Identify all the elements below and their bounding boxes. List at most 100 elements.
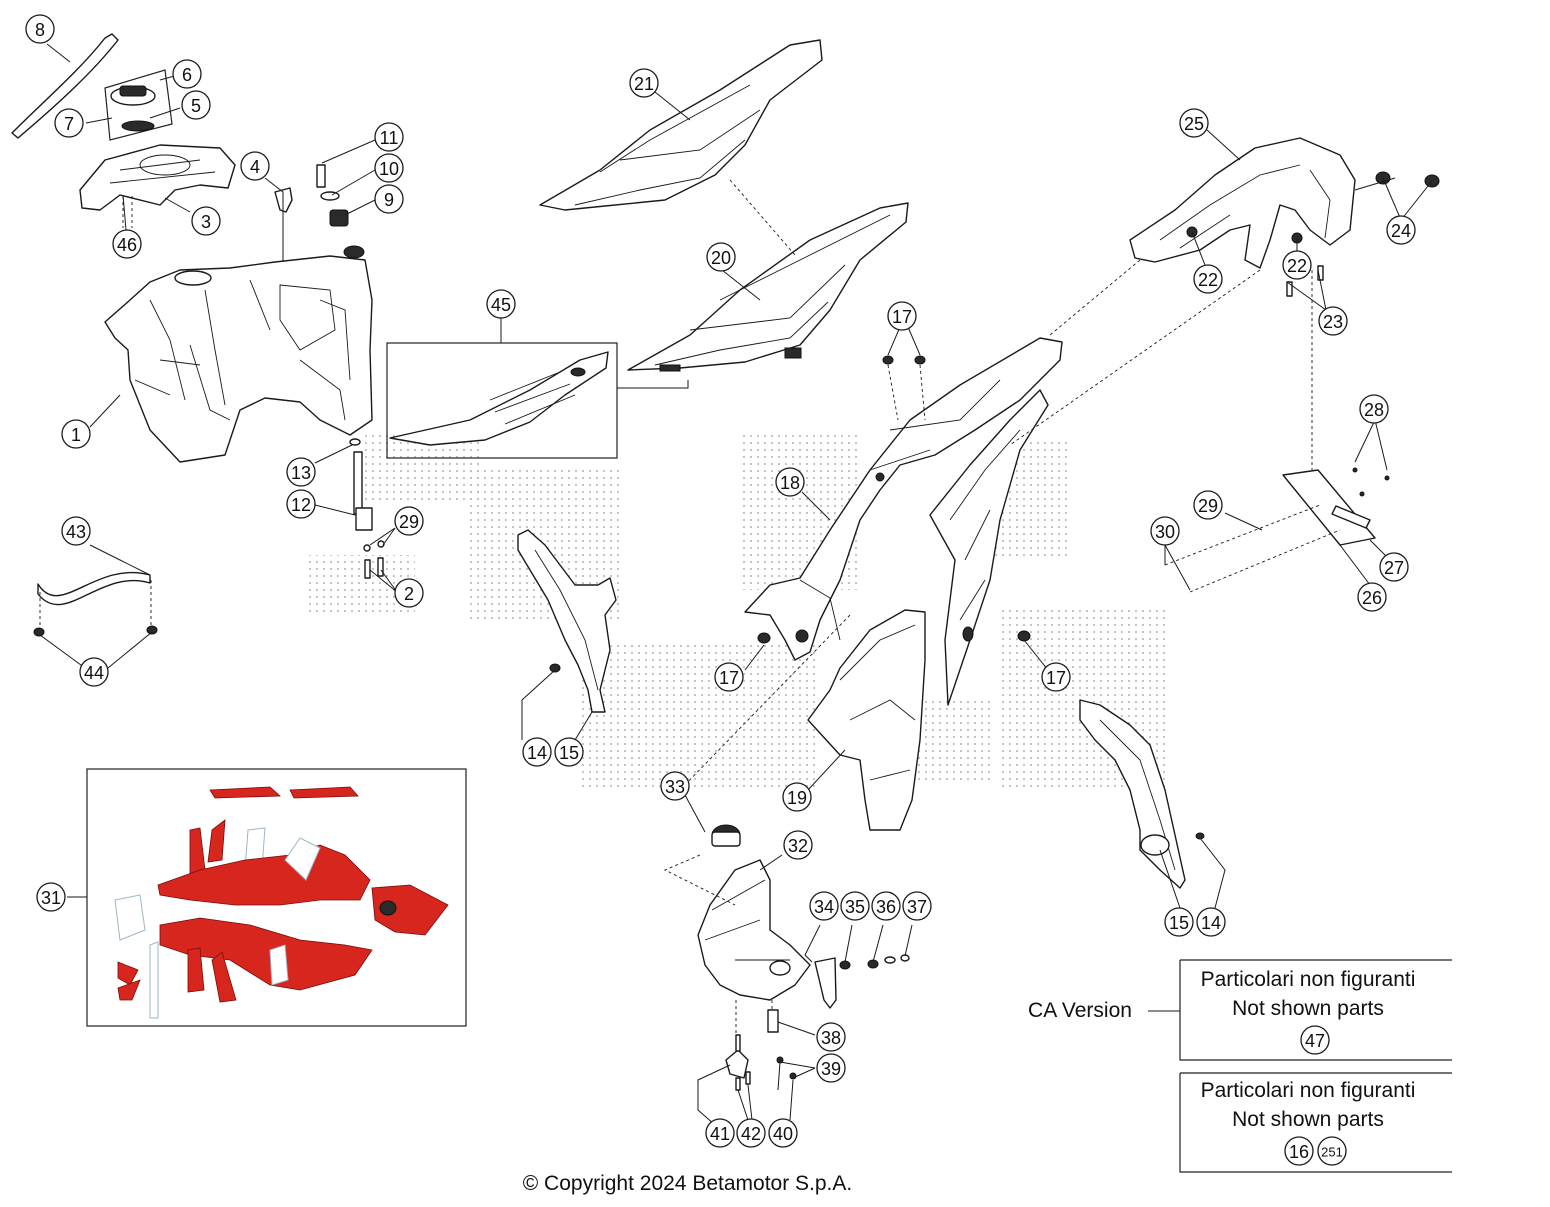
callout-circle (1193, 264, 1223, 294)
callout-circle (1041, 662, 1071, 692)
callout-circle (486, 289, 516, 319)
callout-circle (1317, 1136, 1347, 1166)
callout-circle (1179, 108, 1209, 138)
callout-number: 12 (291, 495, 311, 515)
callout-number: 25 (1184, 114, 1204, 134)
callout-number: 14 (1201, 913, 1221, 933)
filler-cap (104, 69, 173, 141)
callout-circle (809, 891, 839, 921)
callout-circle (112, 229, 142, 259)
callout-c14b: 14 (1196, 907, 1226, 937)
callout-circle (705, 1118, 735, 1148)
callout-circle (374, 153, 404, 183)
callout-number: 16 (1289, 1142, 1309, 1162)
plate-holder-assembly (1164, 270, 1390, 593)
callout-c8: 8 (25, 14, 55, 44)
leader-lines (39, 74, 1433, 1126)
callout-circle (816, 1053, 846, 1083)
tank-top-cover (79, 144, 236, 211)
callout-number: 251 (1321, 1145, 1343, 1160)
callout-c5: 5 (181, 90, 211, 120)
callout-number: 2 (404, 584, 414, 604)
callout-number: 44 (84, 663, 104, 683)
ca-version-label: CA Version (1028, 999, 1132, 1022)
callout-number: 19 (787, 788, 807, 808)
callout-c28: 28 (1359, 394, 1389, 424)
callout-number: 45 (491, 295, 511, 315)
callout-number: 20 (711, 248, 731, 268)
callout-c36: 36 (871, 891, 901, 921)
seat-base-box (386, 342, 689, 459)
callout-circle (1164, 907, 1194, 937)
callout-number: 38 (821, 1028, 841, 1048)
not-shown-box-1: Particolari non figuranti Not shown part… (1182, 965, 1434, 1023)
callout-c251: 251 (1317, 1136, 1347, 1166)
callout-circle (191, 206, 221, 236)
callout-c34: 34 (809, 891, 839, 921)
callout-c32: 32 (783, 830, 813, 860)
callout-number: 15 (1169, 913, 1189, 933)
callout-circle (286, 489, 316, 519)
callout-number: 17 (892, 307, 912, 327)
callout-number: 28 (1364, 400, 1384, 420)
callout-c43: 43 (61, 516, 91, 546)
callout-number: 22 (1198, 270, 1218, 290)
callout-circle (768, 1118, 798, 1148)
callout-c19: 19 (782, 782, 812, 812)
not-shown-box-1-italian: Particolari non figuranti (1200, 968, 1416, 991)
callout-c16: 16 (1284, 1136, 1314, 1166)
callout-number: 32 (788, 836, 808, 856)
callout-c12: 12 (286, 489, 316, 519)
radiator-shroud-mount-right (1079, 699, 1205, 889)
callout-number: 29 (1198, 496, 1218, 516)
callout-circle (629, 68, 659, 98)
callout-number: 3 (201, 212, 211, 232)
callout-circle (394, 578, 424, 608)
callout-circle (1150, 516, 1180, 546)
callout-c29b: 29 (1193, 490, 1223, 520)
callout-c29a: 29 (394, 506, 424, 536)
callout-c27: 27 (1379, 552, 1409, 582)
callout-circle (36, 882, 66, 912)
callout-circle (79, 657, 109, 687)
callout-c20: 20 (706, 242, 736, 272)
breather-hose (11, 33, 119, 139)
fuel-tank (104, 245, 373, 463)
callout-number: 15 (559, 743, 579, 763)
callout-c22a: 22 (1193, 264, 1223, 294)
front-side-plate (807, 609, 926, 831)
not-shown-box-2-english: Not shown parts (1232, 1108, 1384, 1131)
not-shown-box-2: Particolari non figuranti Not shown part… (1182, 1076, 1434, 1134)
callout-number: 24 (1391, 221, 1411, 241)
callout-c37: 37 (902, 891, 932, 921)
callout-number: 10 (379, 159, 399, 179)
callout-circle (1357, 582, 1387, 612)
callout-number: 18 (780, 473, 800, 493)
callout-c17b: 17 (714, 662, 744, 692)
callout-circle (25, 14, 55, 44)
callout-circle (1282, 250, 1312, 280)
callout-number: 13 (291, 463, 311, 483)
callout-c1: 1 (61, 419, 91, 449)
callout-circle (181, 90, 211, 120)
callout-circle (1300, 1025, 1330, 1055)
callout-number: 17 (719, 668, 739, 688)
callout-number: 31 (41, 888, 61, 908)
callout-number: 39 (821, 1059, 841, 1079)
callout-number: 11 (380, 128, 399, 148)
callout-c33: 33 (660, 771, 690, 801)
callout-c44: 44 (79, 657, 109, 687)
callout-c31: 31 (36, 882, 66, 912)
callout-c42: 42 (736, 1118, 766, 1148)
callout-c15b: 15 (1164, 907, 1194, 937)
callout-circle (775, 467, 805, 497)
callout-c11: 11 (374, 122, 404, 152)
callout-number: 7 (64, 114, 74, 134)
callout-circle (286, 457, 316, 487)
callout-number: 43 (66, 522, 86, 542)
callout-circle (374, 122, 404, 152)
callout-number: 35 (845, 897, 865, 917)
callout-circle (1318, 306, 1348, 336)
callout-c23: 23 (1318, 306, 1348, 336)
